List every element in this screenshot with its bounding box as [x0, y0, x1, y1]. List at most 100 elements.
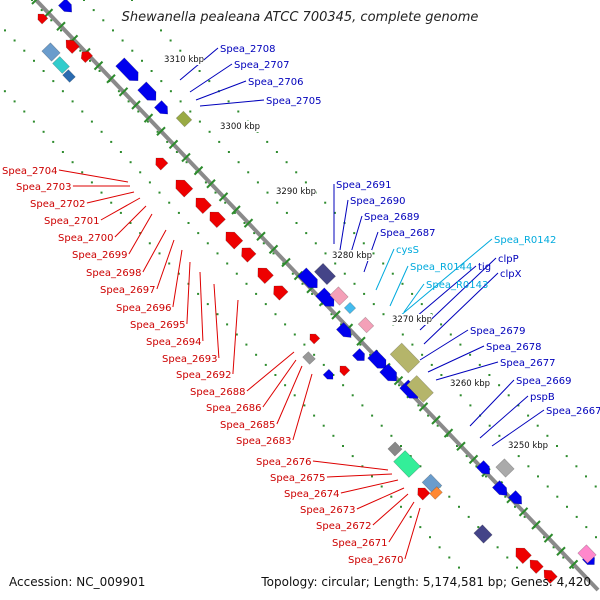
tick-mark	[218, 192, 229, 202]
gene-label-reverse[interactable]: Spea_2670	[348, 555, 403, 566]
tick-mark	[431, 415, 441, 425]
gene-label-reverse[interactable]: Spea_2672	[316, 521, 371, 532]
scale-dot	[71, 161, 74, 164]
gene-label-reverse[interactable]: Spea_2683	[236, 436, 291, 447]
scale-dot	[411, 292, 414, 295]
scale-dot	[536, 424, 539, 427]
tick-mark	[268, 244, 279, 255]
gene-label-reverse[interactable]: Spea_2695	[130, 320, 185, 331]
scale-dot	[343, 272, 346, 275]
scale-dot	[129, 222, 132, 224]
gene-label-forward[interactable]: Spea_2707	[234, 60, 289, 71]
kbp-label: 3280 kbp	[332, 251, 372, 261]
reverse-gene	[37, 13, 49, 25]
gene-label-reverse[interactable]: Spea_2674	[284, 489, 339, 500]
gene-label-reverse[interactable]: Spea_2699	[72, 250, 127, 261]
scale-dot	[485, 475, 487, 478]
gene-label-forward[interactable]: tig	[478, 262, 491, 273]
gene-label-reverse[interactable]: Spea_2693	[162, 354, 217, 365]
forward-gene	[351, 348, 365, 361]
scale-dot	[585, 526, 588, 529]
gene-label-reverse[interactable]: Spea_2697	[100, 285, 155, 296]
gene-label-forward[interactable]: clpP	[498, 254, 519, 265]
scale-dot	[303, 404, 306, 407]
scale-dot	[148, 242, 151, 245]
colored-gene	[357, 316, 375, 334]
scale-dot	[185, 161, 188, 164]
scale-dot	[506, 556, 509, 559]
kbp-label: 3290 kbp	[276, 187, 316, 197]
gene-label-forward[interactable]: Spea_2689	[364, 212, 419, 223]
scale-dot	[160, 29, 162, 32]
scale-dot	[42, 130, 45, 133]
scale-dot	[179, 49, 182, 52]
scale-dot	[517, 455, 520, 458]
gene-label-forward[interactable]: Spea_2679	[470, 326, 525, 337]
gene-label-forward[interactable]: Spea_R0142	[494, 235, 556, 246]
tick-mark	[168, 139, 179, 150]
scale-dot	[137, 110, 140, 113]
gene-label-forward[interactable]: Spea_2669	[516, 376, 571, 387]
gene-label-forward[interactable]: Spea_R0144	[410, 262, 472, 273]
scale-dot	[417, 404, 420, 407]
gene-label-forward[interactable]: pspB	[530, 392, 555, 403]
scale-dot	[295, 171, 298, 174]
scale-dot	[197, 292, 200, 295]
gene-label-reverse[interactable]: Spea_2700	[58, 233, 113, 244]
colored-gene	[406, 375, 434, 403]
gene-label-reverse[interactable]: Spea_2698	[86, 268, 141, 279]
scale-dot	[110, 201, 113, 204]
tick-mark	[156, 126, 166, 136]
scale-dot	[158, 252, 161, 255]
gene-label-reverse[interactable]: Spea_2676	[256, 457, 311, 468]
gene-label-forward[interactable]: Spea_R0143	[426, 280, 488, 291]
gene-label-reverse[interactable]: Spea_2701	[44, 216, 99, 227]
scale-dot	[148, 181, 151, 184]
gene-label-reverse[interactable]: Spea_2675	[270, 473, 325, 484]
kbp-label: 3310 kbp	[164, 55, 204, 65]
scale-dot	[293, 394, 296, 397]
gene-label-forward[interactable]: Spea_2677	[500, 358, 555, 369]
gene-label-forward[interactable]: Spea_2708	[220, 44, 275, 55]
leader-line	[479, 395, 529, 439]
scale-dot	[575, 515, 578, 518]
leader-line	[232, 299, 239, 375]
scale-dot	[198, 120, 201, 123]
reverse-gene	[515, 547, 532, 565]
forward-gene	[379, 363, 397, 382]
scale-dot	[92, 9, 95, 12]
gene-label-reverse[interactable]: Spea_2696	[116, 303, 171, 314]
scale-dot	[197, 232, 200, 235]
gene-label-forward[interactable]: Spea_2678	[486, 342, 541, 353]
tick-mark	[118, 87, 129, 97]
gene-label-forward[interactable]: cysS	[396, 245, 419, 256]
gene-label-forward[interactable]: Spea_2667	[546, 406, 600, 417]
scale-dot	[119, 211, 122, 214]
gene-label-reverse[interactable]: Spea_2694	[146, 337, 201, 348]
gene-label-reverse[interactable]: Spea_2673	[300, 505, 355, 516]
gene-label-forward[interactable]: Spea_2705	[266, 96, 321, 107]
gene-label-reverse[interactable]: Spea_2704	[2, 166, 57, 177]
tick-mark	[193, 165, 204, 176]
scale-dot	[419, 526, 422, 529]
tick-mark	[281, 257, 291, 268]
gene-label-reverse[interactable]: Spea_2702	[30, 199, 85, 210]
scale-dot	[216, 252, 219, 255]
leader-line	[375, 248, 395, 291]
gene-label-forward[interactable]: Spea_2706	[248, 77, 303, 88]
gene-label-forward[interactable]: clpX	[500, 269, 522, 280]
scale-dot	[264, 303, 267, 306]
gene-label-forward[interactable]: Spea_2691	[336, 180, 391, 191]
gene-label-forward[interactable]: Spea_2690	[350, 196, 405, 207]
gene-label-reverse[interactable]: Spea_2688	[190, 387, 245, 398]
leader-line	[128, 213, 153, 255]
gene-label-reverse[interactable]: Spea_2692	[176, 370, 231, 381]
gene-label-reverse[interactable]: Spea_2671	[332, 538, 387, 549]
gene-label-reverse[interactable]: Spea_2703	[16, 182, 71, 193]
gene-label-reverse[interactable]: Spea_2686	[206, 403, 261, 414]
scale-dot	[517, 404, 520, 407]
gene-label-forward[interactable]: Spea_2687	[380, 228, 435, 239]
leader-line	[491, 409, 545, 447]
gene-label-reverse[interactable]: Spea_2685	[220, 420, 275, 431]
tick-mark	[568, 559, 579, 570]
